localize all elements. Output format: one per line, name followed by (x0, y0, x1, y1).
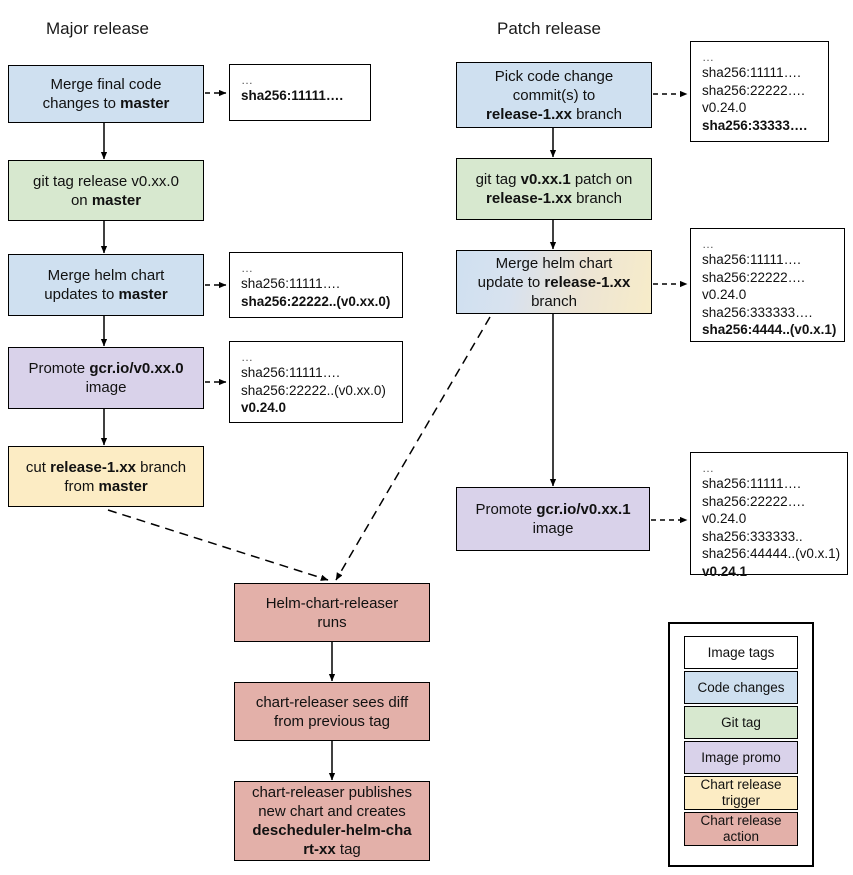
tag-entry: sha256:22222…. (702, 493, 805, 509)
tag-entry: … (702, 237, 715, 251)
tag-entry: … (702, 50, 715, 64)
tag-entry: sha256:44444..(v0.x.1) (702, 546, 841, 561)
legend-item-image-tags: Image tags (684, 636, 798, 669)
tagbox-after-merge-helm-update: …sha256:11111…. sha256:22222…. v0.24.0 sha2… (690, 228, 845, 342)
tagbox-after-promote-patch-image: …sha256:11111…. sha256:22222…. v0.24.0 sha2… (690, 452, 848, 579)
tag-entry: … (702, 461, 715, 475)
tag-entry: sha256:11111…. (702, 65, 801, 80)
legend-item-code-changes: Code changes (684, 671, 798, 704)
major-release-title: Major release (46, 19, 149, 38)
tag-entry: sha256:22222…. (702, 82, 805, 98)
patch-release-title: Patch release (497, 19, 601, 38)
tag-entry: sha256:333333…. (702, 304, 813, 320)
tag-entry: sha256:4444..(v0.x.1) (702, 322, 837, 337)
legend-item-git-tag: Git tag (684, 706, 798, 739)
tag-entry: sha256:11111…. (702, 476, 801, 491)
tag-entry: sha256:333333.. (702, 528, 803, 544)
tag-entry: sha256:11111…. (241, 88, 344, 103)
tag-entry: sha256:11111…. (702, 252, 801, 267)
legend-item-image-promo: Image promo (684, 741, 798, 774)
tag-entry: v0.24.0 (702, 511, 747, 526)
tag-entry: v0.24.0 (702, 100, 747, 115)
tag-entry: v0.24.0 (241, 400, 287, 415)
legend-panel: Image tags Code changes Git tag Image pr… (668, 622, 814, 867)
tag-entry: sha256:11111…. (241, 365, 340, 380)
tag-entry: v0.24.1 (702, 563, 748, 579)
tag-entry: … (241, 350, 254, 364)
tagbox-after-merge-helm-chart: …sha256:11111…. sha256:22222..(v0.xx.0) (229, 252, 403, 318)
tag-entry: sha256:33333…. (702, 117, 808, 133)
legend-item-chart-release-action: Chart release action (684, 812, 798, 846)
tagbox-after-pick-code-change: …sha256:11111…. sha256:22222…. v0.24.0 sha2… (690, 41, 829, 142)
tag-entry: … (241, 261, 254, 275)
tagbox-after-merge-final-code: …sha256:11111…. (229, 64, 371, 121)
tag-entry: … (241, 73, 254, 87)
legend-item-chart-release-trigger: Chart release trigger (684, 776, 798, 810)
tag-entry: sha256:22222..(v0.xx.0) (241, 293, 391, 309)
tag-entry: sha256:22222…. (702, 269, 805, 285)
tagbox-after-promote-image: …sha256:11111…. sha256:22222..(v0.xx.0) v0… (229, 341, 403, 423)
tag-entry: v0.24.0 (702, 287, 747, 302)
tag-entry: sha256:22222..(v0.xx.0) (241, 382, 386, 398)
tag-entry: sha256:11111…. (241, 276, 340, 291)
